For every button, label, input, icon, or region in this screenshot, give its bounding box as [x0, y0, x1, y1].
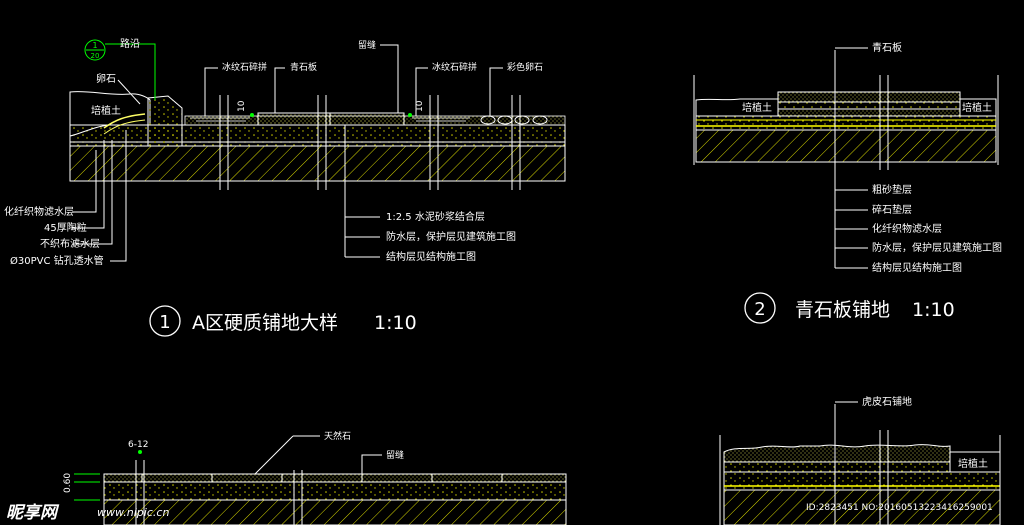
watermark-logo: 昵享网 — [6, 503, 60, 523]
detail-1-callout-right-2: 结构层见结构施工图 — [386, 250, 476, 263]
detail-2-layer-1: 碎石垫层 — [872, 203, 912, 216]
detail-2-top-label: 青石板 — [872, 41, 902, 54]
detail-1-label-bluestone: 青石板 — [290, 61, 317, 73]
detail-1-bluestone-slab — [257, 112, 405, 126]
detail-1-planting-soil — [69, 91, 151, 137]
detail-3-stone-layer — [103, 473, 567, 483]
watermark-url: www.nipic.cn — [97, 506, 169, 519]
detail-2-label-planting-right: 培植土 — [962, 101, 992, 114]
detail-1-callout-right-1: 防水层，保护层见建筑施工图 — [386, 230, 516, 243]
detail-1-number-circle — [149, 305, 181, 337]
detail-3-section: 天然石 留缝 6-12 0.60 — [63, 430, 567, 525]
detail-1-label-ice-stone-right: 冰纹石碎拼 — [432, 61, 477, 73]
detail-3-label-natural-stone: 天然石 — [324, 430, 351, 442]
detail-2-title: 青石板铺地 — [795, 299, 890, 321]
detail-1-label-pebble: 卵石 — [96, 73, 116, 85]
detail-3-dim-thick: 0.60 — [63, 473, 73, 493]
detail-2-number: 2 — [754, 299, 765, 320]
detail-1-label-colored-pebble: 彩色卵石 — [507, 61, 543, 73]
detail-1-label-planting-soil: 培植土 — [91, 104, 121, 117]
detail-1-callout-left-1: 45厚陶粒 — [44, 221, 87, 234]
detail-2-scale: 1:10 — [912, 299, 955, 321]
detail-4-top-label: 虎皮石铺地 — [862, 395, 912, 408]
detail-1-callout-left-0: 化纤织物滤水层 — [4, 205, 74, 218]
detail-1-label-ice-stone-left: 冰纹石碎拼 — [222, 61, 267, 73]
detail-3-structural-layer — [103, 499, 567, 525]
detail-2-number-circle — [744, 292, 776, 324]
detail-1-scale: 1:10 — [374, 312, 417, 334]
detail-4-label-planting: 培植土 — [958, 457, 988, 470]
detail-1-label-joint: 留缝 — [358, 39, 376, 51]
detail-2-layer-2: 化纤织物滤水层 — [872, 222, 942, 235]
detail-3-label-joint: 留缝 — [386, 449, 404, 461]
detail-2-section: 培植土 培植土 青石板 粗砂垫层 碎石垫层 化纤织物滤水层 防水层，保护层见建筑… — [693, 41, 1002, 324]
detail-1-ref-bottom: 20 — [91, 52, 100, 60]
detail-1-title: A区硬质铺地大样 — [192, 312, 338, 334]
detail-3-dim-gap: 6-12 — [128, 440, 148, 450]
detail-1-ref-top: 1 — [92, 41, 97, 50]
detail-1-callout-left-2: 不织布滤水层 — [40, 237, 100, 250]
detail-1-dim-10-left: 10 — [237, 100, 247, 112]
detail-1-label-road-edge: 路沿 — [120, 37, 140, 50]
detail-2-bluestone-slab — [777, 91, 961, 103]
detail-1-number: 1 — [159, 312, 170, 333]
detail-1-section: 1 20 路沿 卵石 培植土 冰纹石碎拼 青石板 留缝 冰纹石碎拼 彩色卵石 1… — [4, 37, 566, 337]
detail-1-callout-right-0: 1:2.5 水泥砂浆结合层 — [386, 210, 485, 223]
detail-2-label-planting-left: 培植土 — [742, 101, 772, 114]
detail-1-road-edge-kerb — [147, 95, 183, 147]
detail-2-structural-layer — [695, 129, 997, 163]
detail-2-layer-3: 防水层，保护层见建筑施工图 — [872, 241, 1002, 254]
detail-1-callout-left-3: Ø30PVC 钻孔透水管 — [10, 254, 104, 267]
detail-2-layer-0: 粗砂垫层 — [872, 183, 912, 196]
detail-2-layer-4: 结构层见结构施工图 — [872, 261, 962, 274]
detail-4-stone-layer — [723, 444, 951, 463]
detail-1-dim-10-right: 10 — [415, 100, 425, 112]
watermark: 昵享网 www.nipic.cn ID:2823451 NO:201605132… — [6, 503, 993, 523]
watermark-id: ID:2823451 NO:20160513223416259001 — [806, 503, 993, 513]
detail-4-section: 虎皮石铺地 培植土 — [719, 395, 1001, 525]
